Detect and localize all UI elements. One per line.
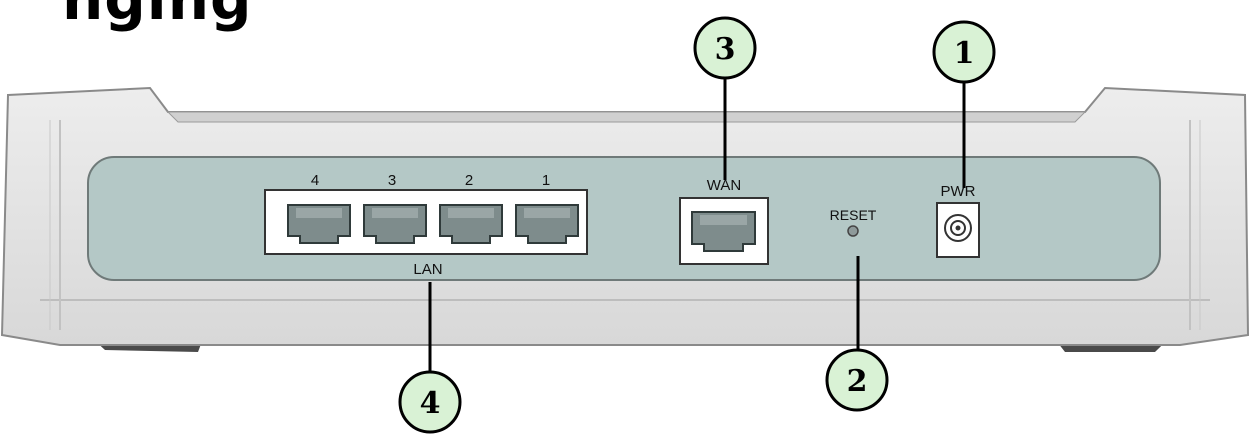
- callout-power: 1: [932, 20, 996, 84]
- lan-port-label-1: 1: [542, 172, 550, 189]
- lan-label: LAN: [413, 261, 442, 278]
- lan-port-2[interactable]: [439, 204, 503, 244]
- lan-port-3[interactable]: [363, 204, 427, 244]
- callout-number-lan: 4: [420, 386, 441, 421]
- lan-port-4[interactable]: [287, 204, 351, 244]
- wan-label: WAN: [707, 177, 741, 194]
- wan-port[interactable]: [691, 211, 756, 252]
- reset-group: RESET: [830, 207, 877, 237]
- callout-wan: 3: [693, 16, 757, 80]
- power-group: PWR: [936, 183, 980, 258]
- callout-number-power: 1: [954, 36, 975, 71]
- callout-lan: 4: [398, 370, 462, 434]
- callout-number-reset: 2: [847, 364, 868, 399]
- lan-port-label-4: 4: [311, 172, 319, 189]
- port-panel: [87, 156, 1161, 281]
- power-jack[interactable]: [944, 214, 972, 242]
- lan-port-label-2: 2: [465, 172, 473, 189]
- lan-port-label-3: 3: [388, 172, 396, 189]
- wan-port-group: WAN: [679, 177, 769, 265]
- reset-button[interactable]: [847, 225, 859, 237]
- callout-reset: 2: [825, 348, 889, 412]
- callout-leaders: [428, 73, 966, 372]
- reset-label: RESET: [830, 207, 877, 223]
- power-label: PWR: [941, 183, 976, 200]
- lan-port-group: 4 3 2 1 LAN: [264, 172, 588, 278]
- lan-port-1[interactable]: [515, 204, 579, 244]
- callout-number-wan: 3: [715, 32, 736, 67]
- partial-heading: nging: [62, 0, 253, 28]
